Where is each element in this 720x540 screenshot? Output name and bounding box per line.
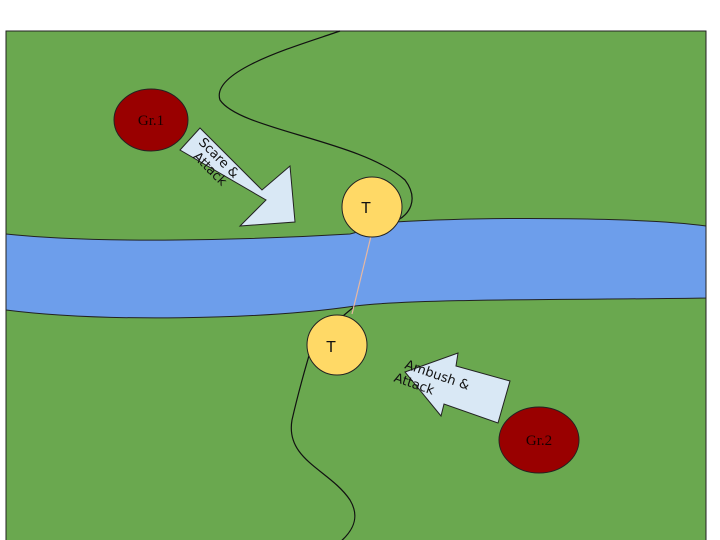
group-label: Gr.2 [526, 433, 552, 449]
arrow-shape [404, 352, 511, 424]
north-path-line [218, 30, 413, 221]
group-label: Gr.1 [138, 113, 164, 129]
north-tower-node: T [341, 176, 403, 238]
tower-label: T [361, 200, 371, 217]
bridge-rope [351, 231, 373, 315]
tower-label: T [326, 339, 336, 356]
arrow-shape [179, 127, 296, 227]
group-circle [498, 406, 580, 474]
group-2-node: Gr.2 [498, 406, 580, 474]
south-tower-node: T [306, 314, 368, 376]
group-circle [113, 88, 189, 152]
tower-circle [341, 176, 403, 238]
river [5, 218, 707, 319]
group-1-node: Gr.1 [113, 88, 189, 152]
tower-circle [306, 314, 368, 376]
